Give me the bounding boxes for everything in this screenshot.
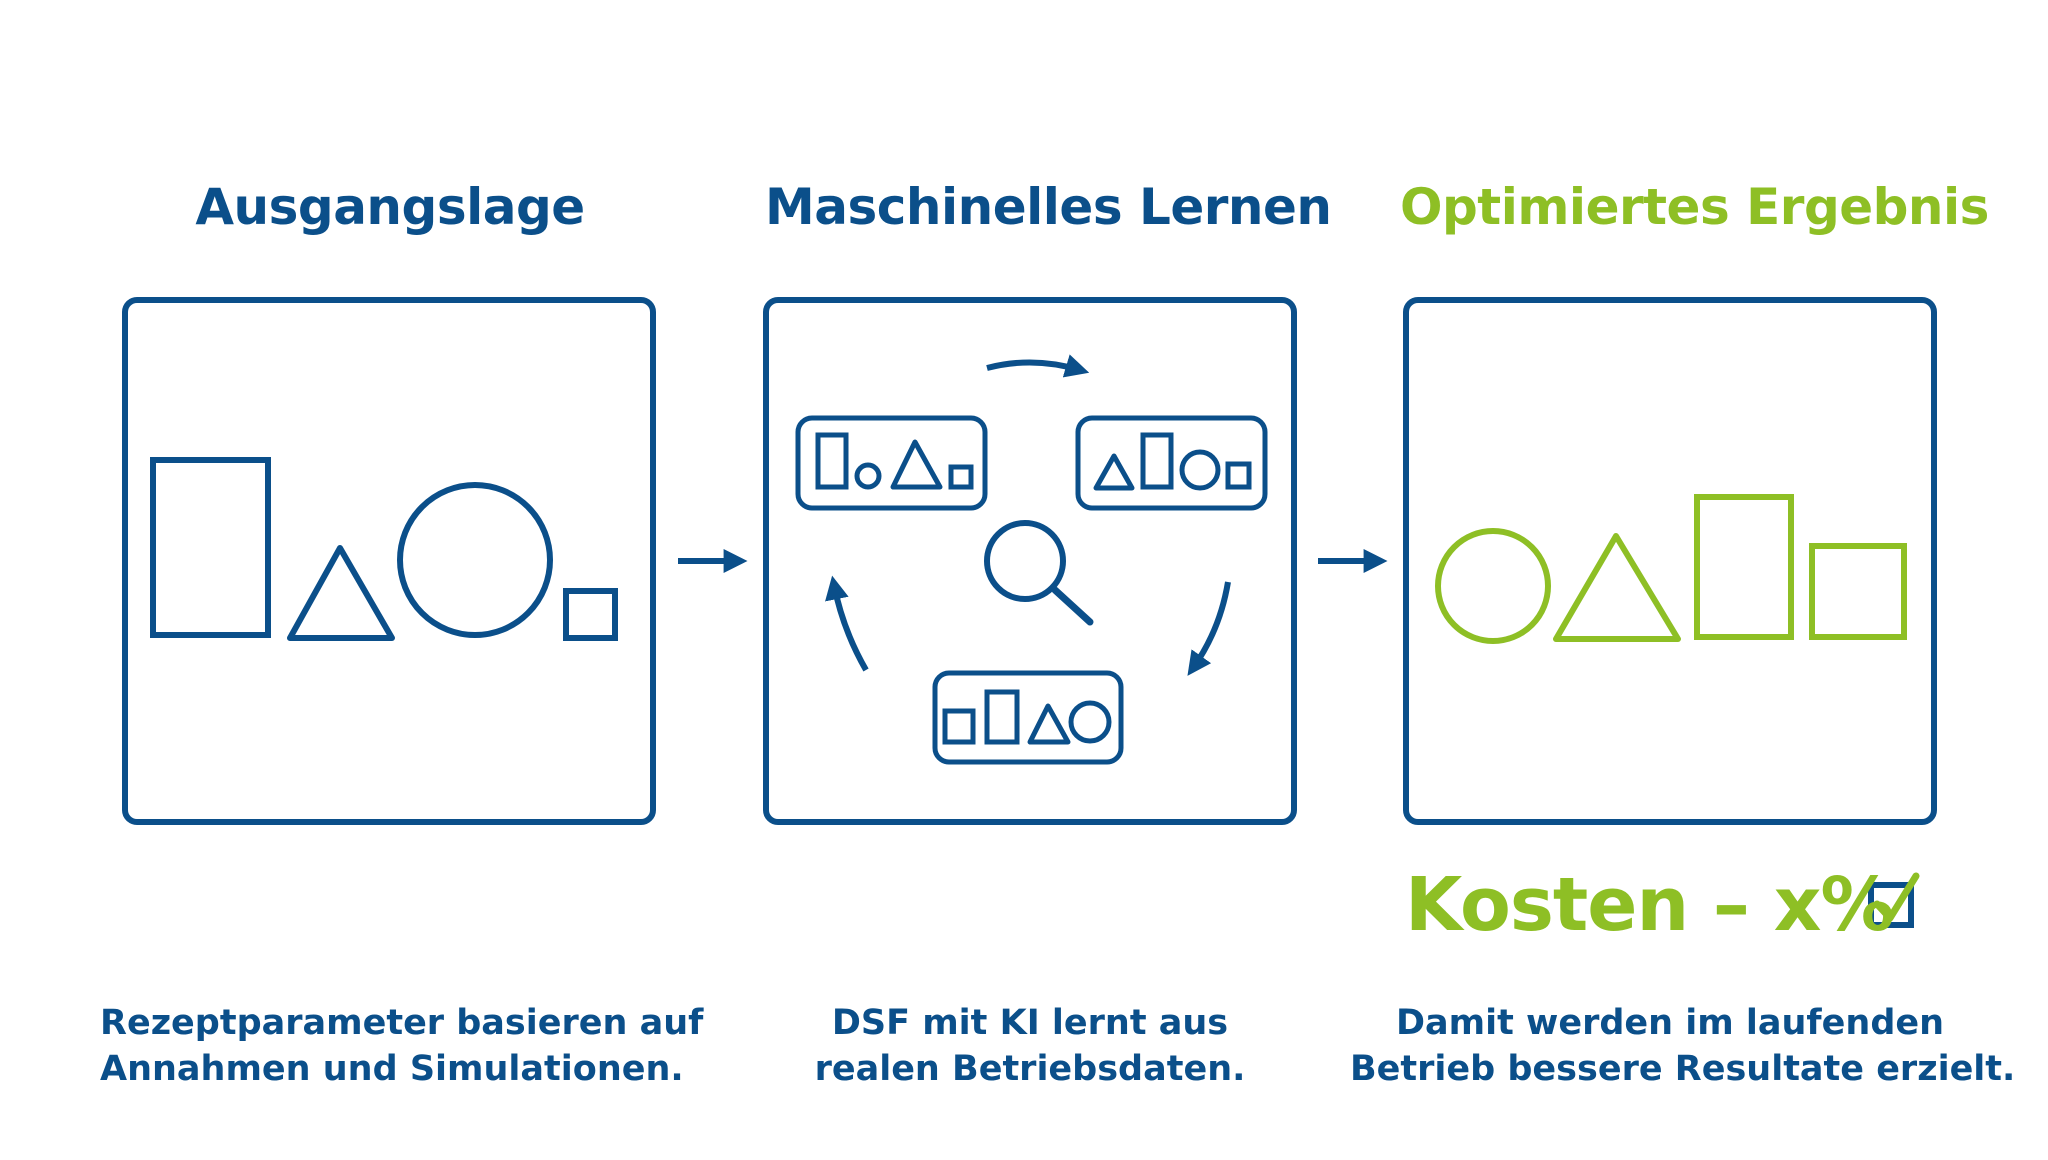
title-ausgangslage: Ausgangslage [195,178,585,236]
panel-ausgangslage [122,297,656,825]
description-line: Betrieb bessere Resultate erzielt. [1350,1049,2016,1089]
triangle-icon [287,545,395,641]
rectangle-icon [150,457,271,638]
description-line: Damit werden im laufenden [1395,1003,1945,1043]
rectangle-icon [1694,494,1794,640]
square-icon [1809,543,1907,640]
description-optimiertes-ergebnis: Damit werden im laufenden Betrieb besser… [1350,1000,2016,1092]
panel-optimiertes-ergebnis [1403,297,1937,825]
circle-icon [397,482,553,638]
panel-maschinelles-lernen [763,297,1297,825]
description-line: Annahmen und Simulationen. [100,1049,684,1089]
description-ausgangslage: Rezeptparameter basieren auf Annahmen un… [100,1000,704,1092]
title-optimiertes-ergebnis: Optimiertes Ergebnis [1400,178,1989,236]
description-line: DSF mit KI lernt aus [831,1003,1229,1043]
cycle-arrow-icon [986,354,1090,378]
magnifier-icon [984,520,1094,626]
shape-card-icon [932,670,1124,765]
cycle-arrow-icon [1187,581,1231,676]
checkbox-check-icon [1868,872,1920,928]
triangle-icon [1553,533,1681,642]
result-label: Kosten – x% [1405,862,1895,948]
circle-icon [1435,528,1551,644]
description-line: Rezeptparameter basieren auf [100,1003,704,1043]
description-line: realen Betriebsdaten. [814,1049,1246,1089]
description-maschinelles-lernen: DSF mit KI lernt aus realen Betriebsdate… [730,1000,1330,1092]
shape-card-icon [795,415,988,511]
title-maschinelles-lernen: Maschinelles Lernen [765,178,1332,236]
cycle-arrow-icon [825,575,869,672]
square-icon [563,588,618,641]
shape-card-icon [1075,415,1268,511]
